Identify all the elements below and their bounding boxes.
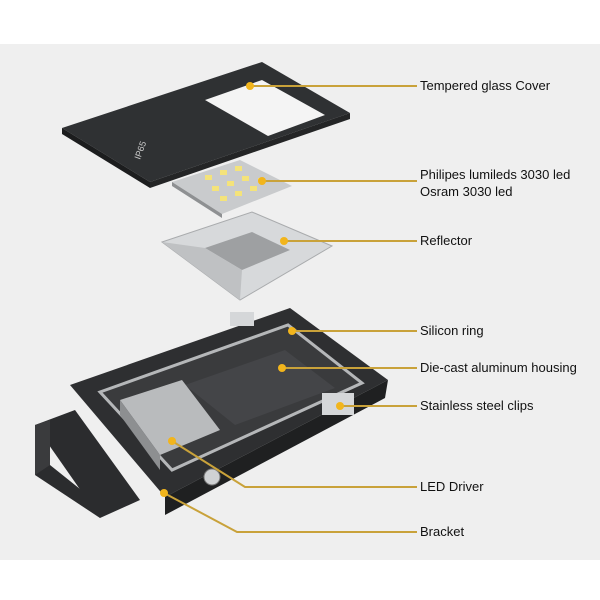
led-driver [120, 380, 220, 455]
cable-gland [203, 468, 221, 486]
callout-dots [160, 82, 344, 497]
die-cast-housing [70, 308, 388, 515]
led-board [172, 160, 292, 218]
led-chips [205, 166, 265, 201]
label-philips-led: Philipes lumileds 3030 led [420, 167, 571, 182]
label-led-driver: LED Driver [420, 479, 484, 494]
tempered-glass-cover: IP65 [62, 62, 350, 188]
label-osram-led: Osram 3030 led [420, 184, 513, 199]
label-steel-clips: Stainless steel clips [420, 398, 534, 413]
leader-lines [163, 85, 417, 533]
label-reflector: Reflector [420, 233, 473, 248]
label-tempered-glass-cover: Tempered glass Cover [420, 78, 551, 93]
label-bracket: Bracket [420, 524, 465, 539]
label-silicon-ring: Silicon ring [420, 323, 484, 338]
steel-clip [230, 312, 254, 326]
label-housing: Die-cast aluminum housing [420, 360, 577, 375]
reflector [160, 211, 334, 301]
bracket [35, 410, 140, 518]
